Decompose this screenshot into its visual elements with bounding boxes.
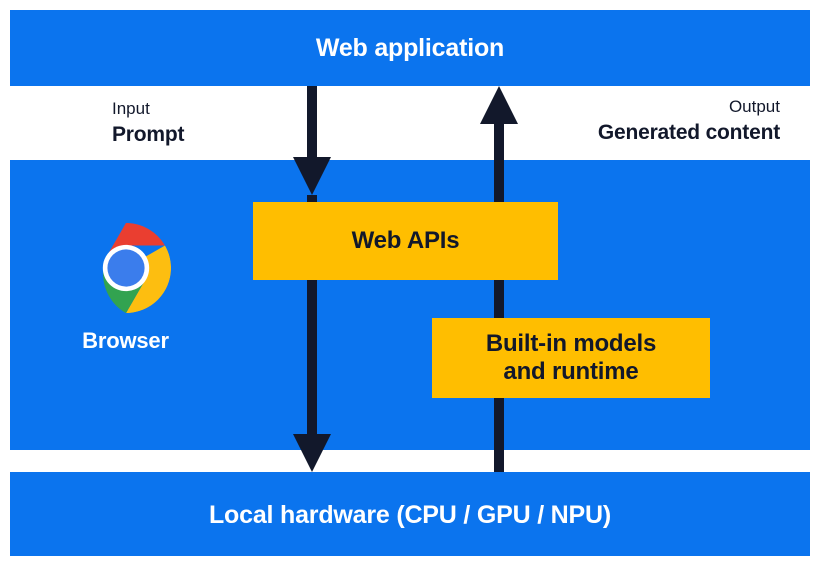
band-local-hardware: Local hardware (CPU / GPU / NPU) (10, 472, 810, 556)
input-kicker: Input (112, 99, 150, 118)
band-web-application: Web application (10, 10, 810, 86)
web-apis-box: Web APIs (253, 202, 558, 280)
web-application-title: Web application (315, 34, 505, 62)
output-flow-label: Output Generated content (598, 96, 780, 146)
output-value: Generated content (597, 120, 780, 144)
input-value: Prompt (112, 122, 185, 146)
built-in-models-box: Built-in models and runtime (432, 318, 710, 398)
local-hardware-title: Local hardware (CPU / GPU / NPU) (208, 501, 611, 529)
built-in-models-label: Built-in models and runtime (485, 329, 657, 387)
output-kicker: Output (728, 97, 780, 116)
chrome-logo-icon (102, 222, 171, 314)
built-in-models-line-2: and runtime (503, 358, 639, 385)
web-apis-label: Web APIs (351, 227, 460, 254)
built-in-models-line-1: Built-in models (485, 329, 657, 357)
input-flow-label: Input Prompt (112, 98, 185, 148)
browser-label: Browser (82, 328, 169, 353)
browser-identity: Browser (68, 222, 183, 354)
